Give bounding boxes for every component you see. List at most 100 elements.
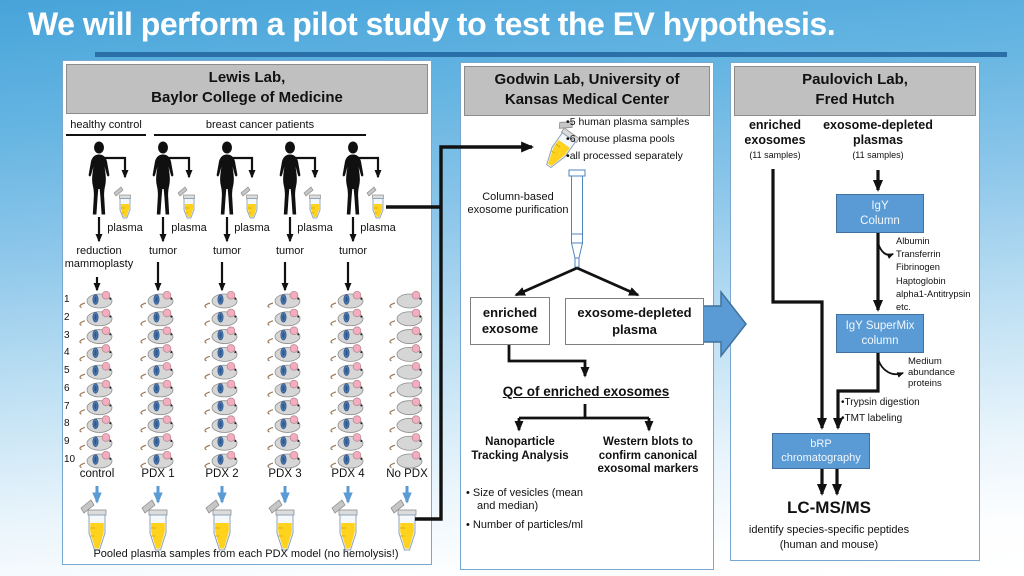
branch-nanoparticle-tracking: Nanoparticle Tracking Analysis — [471, 436, 569, 462]
plasma-tube-icon — [177, 186, 195, 219]
albumin-list-item: etc. — [896, 302, 911, 312]
mouse-icon — [267, 308, 301, 327]
connector-line — [877, 242, 894, 259]
row-number: 6 — [64, 383, 70, 394]
mouse-icon — [79, 450, 113, 469]
paulovich-lab-header-line2: Fred Hutch — [815, 91, 895, 109]
row-number: 9 — [64, 436, 70, 447]
mouse-icon — [140, 433, 174, 451]
source-label: tumor — [275, 245, 305, 257]
mouse-icon — [330, 397, 364, 416]
column-purification-label: Column-based exosome purification — [467, 191, 569, 216]
mouse-icon — [330, 450, 364, 469]
mouse-icon — [389, 450, 423, 469]
brp-chromatography-box: bRP chromatography — [772, 433, 870, 469]
connector-line — [295, 156, 319, 179]
connector-line — [576, 266, 640, 297]
godwin-lab-header-line1: Godwin Lab, University of — [494, 71, 680, 88]
mouse-icon — [204, 415, 238, 433]
mouse-icon — [389, 397, 423, 416]
mouse-icon — [204, 308, 238, 327]
enriched-exosomes-title: enriched exosomes — [744, 118, 806, 147]
paulovich-lab-header-line1: Paulovich Lab, — [802, 71, 908, 88]
mouse-icon — [79, 433, 113, 451]
albumin-list-item: alpha1-Antitrypsin — [896, 288, 971, 299]
source-label: tumor — [338, 245, 368, 257]
mouse-icon — [267, 344, 301, 362]
albumin-list-item: Transferrin — [896, 249, 941, 260]
plasma-tube-icon — [366, 186, 384, 219]
pooled-tube-icon — [268, 499, 295, 551]
plasma-tube-icon — [303, 186, 321, 219]
connector-line — [104, 156, 129, 179]
mouse-column-label: PDX 1 — [141, 468, 175, 480]
godwin-lab-header: Godwin Lab, University of Kansas Medical… — [464, 66, 710, 116]
godwin-lab-header-line2: Kansas Medical Center — [504, 91, 670, 109]
mouse-icon — [204, 433, 238, 451]
pooled-tube-icon — [80, 499, 107, 551]
plasma-label: plasma — [107, 222, 143, 234]
albumin-list-item: Fibrinogen — [896, 262, 940, 273]
mouse-icon — [204, 397, 238, 416]
mouse-icon — [79, 397, 113, 416]
group-label-breast-cancer-patients: breast cancer patients — [154, 119, 366, 136]
connector-line — [358, 156, 382, 179]
godwin-bullet: all processed separately — [566, 150, 683, 162]
row-number: 10 — [64, 454, 76, 465]
mouse-icon — [204, 379, 238, 398]
enriched-exosomes-count: (11 samples) — [749, 150, 801, 160]
igy-column-box: IgY Column — [836, 194, 924, 233]
mouse-icon — [389, 344, 423, 362]
mouse-icon — [330, 379, 364, 398]
mouse-icon — [140, 397, 174, 416]
mouse-icon — [389, 326, 423, 344]
lewis-lab-header: Lewis Lab, Baylor College of Medicine — [66, 64, 428, 114]
mouse-icon — [204, 450, 238, 469]
person-silhouette-icon — [342, 141, 364, 215]
mouse-icon — [204, 344, 238, 362]
title-underline-bar — [95, 52, 1007, 57]
mouse-icon — [140, 326, 174, 344]
mouse-icon — [140, 362, 174, 380]
mouse-icon — [140, 415, 174, 433]
row-number: 4 — [64, 347, 70, 358]
mouse-column-label: PDX 3 — [268, 468, 302, 480]
albumin-list-item: Albumin — [896, 236, 930, 246]
igy-supermix-column-box: IgY SuperMix column — [836, 314, 924, 353]
mouse-column-label: No PDX — [386, 468, 428, 480]
mouse-icon — [330, 415, 364, 433]
mouse-icon — [267, 397, 301, 416]
mouse-icon — [389, 379, 423, 398]
pooled-tube-icon — [331, 499, 358, 551]
mouse-column-label: control — [79, 468, 115, 480]
connector-line — [232, 156, 256, 179]
plasma-tube-icon — [113, 186, 131, 219]
row-number: 2 — [64, 312, 70, 323]
mouse-icon — [140, 308, 174, 327]
row-number: 8 — [64, 418, 70, 429]
mouse-icon — [267, 290, 301, 309]
mouse-icon — [140, 450, 174, 469]
row-number: 5 — [64, 365, 70, 376]
mouse-icon — [389, 415, 423, 433]
mouse-icon — [204, 326, 238, 344]
plasma-tube-icon — [240, 186, 258, 219]
pooled-tube-icon — [390, 499, 417, 551]
mouse-icon — [79, 415, 113, 433]
mouse-icon — [330, 290, 364, 309]
mouse-icon — [204, 290, 238, 309]
albumin-list-item: Haptoglobin — [896, 275, 946, 286]
source-label: reduction mammoplasty — [64, 245, 134, 270]
lcms-subtitle: identify species-specific peptides — [748, 524, 910, 536]
paulovich-lab-header: Paulovich Lab, Fred Hutch — [734, 66, 976, 116]
mouse-icon — [79, 326, 113, 344]
connector-line — [832, 351, 880, 430]
mouse-icon — [389, 362, 423, 380]
person-silhouette-icon — [279, 141, 301, 215]
qc-title: QC of enriched exosomes — [502, 384, 670, 399]
mouse-icon — [330, 308, 364, 327]
connector-line — [507, 343, 590, 378]
mouse-icon — [330, 344, 364, 362]
mouse-icon — [389, 308, 423, 327]
